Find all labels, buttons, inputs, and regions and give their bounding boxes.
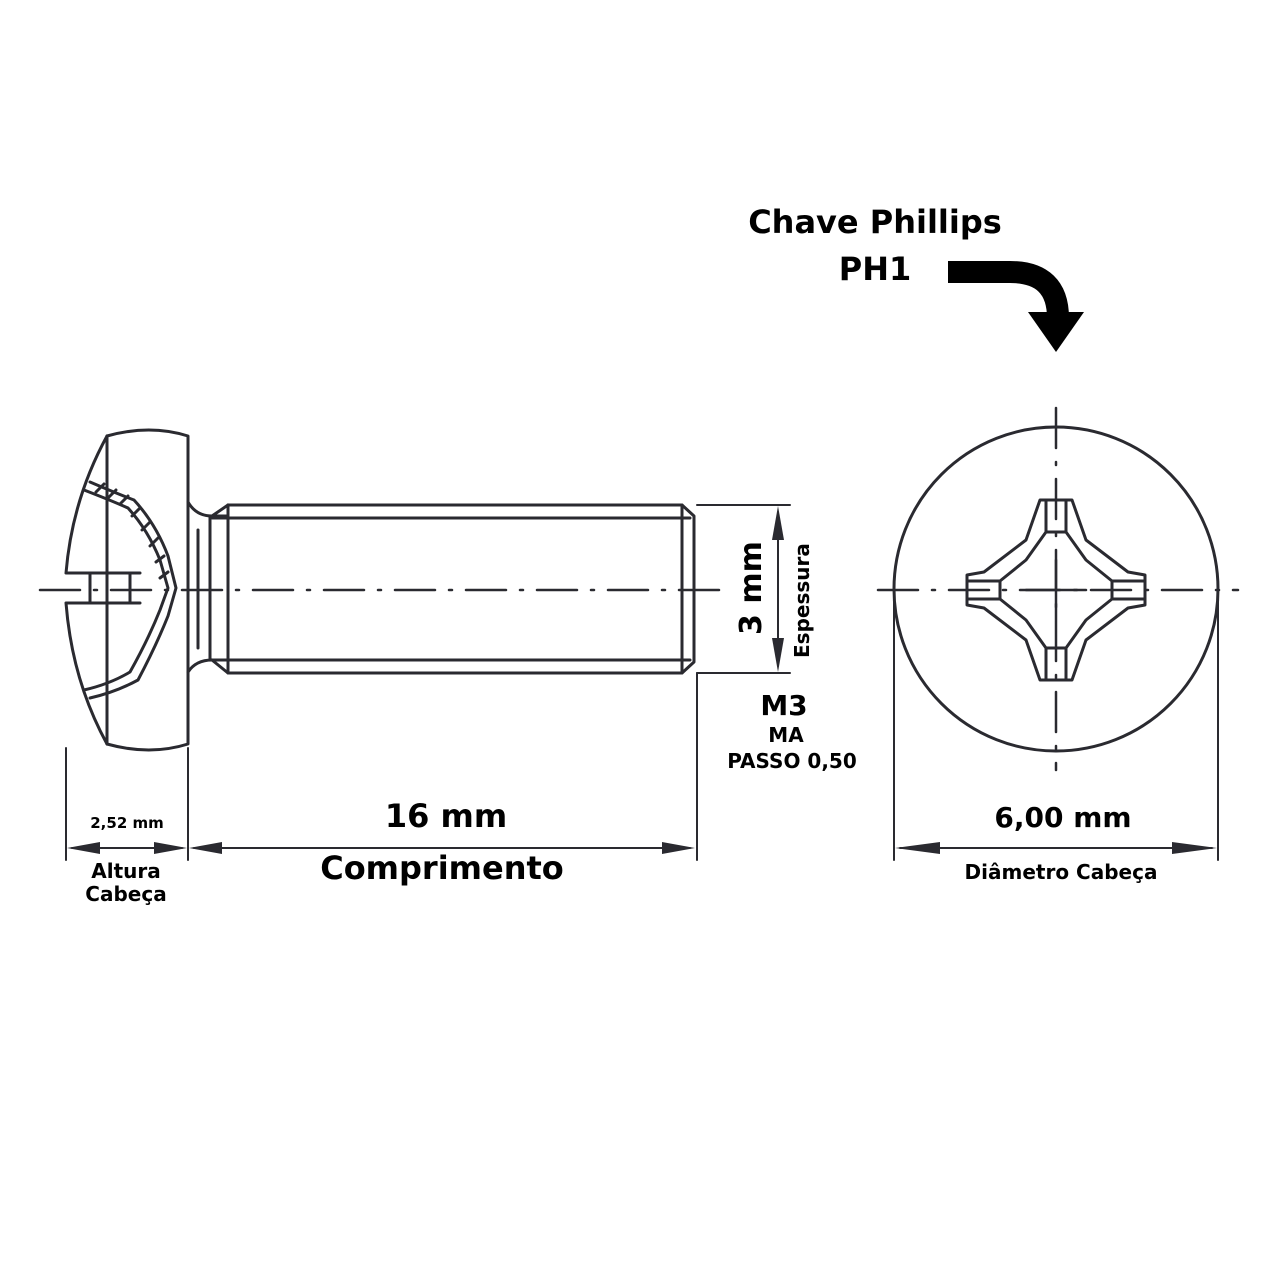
thread-diameter-label: Espessura: [790, 543, 814, 658]
head-diameter-label: Diâmetro Cabeça: [964, 860, 1158, 884]
dimension-arrowheads: [67, 506, 1217, 854]
thread-diameter-value: 3 mm: [734, 541, 769, 635]
driver-title: Chave Phillips: [748, 203, 1002, 241]
head-height-value: 2,52 mm: [90, 814, 164, 832]
length-label: Comprimento: [320, 849, 564, 887]
head-diameter-dimension: [893, 599, 1219, 861]
screw-shank-side-view: [210, 503, 696, 675]
head-height-label-2: Cabeça: [85, 882, 167, 906]
driver-size: PH1: [838, 250, 912, 288]
length-dimensions: [65, 747, 691, 861]
head-height-label-1: Altura: [91, 859, 161, 883]
length-value: 16 mm: [384, 797, 508, 835]
head-diameter-value: 6,00 mm: [994, 801, 1132, 834]
thread-pitch: PASSO 0,50: [727, 749, 857, 773]
thread-spec: M3: [760, 689, 808, 722]
curved-arrow-down-icon: [948, 261, 1084, 352]
thread-type: MA: [768, 723, 804, 747]
